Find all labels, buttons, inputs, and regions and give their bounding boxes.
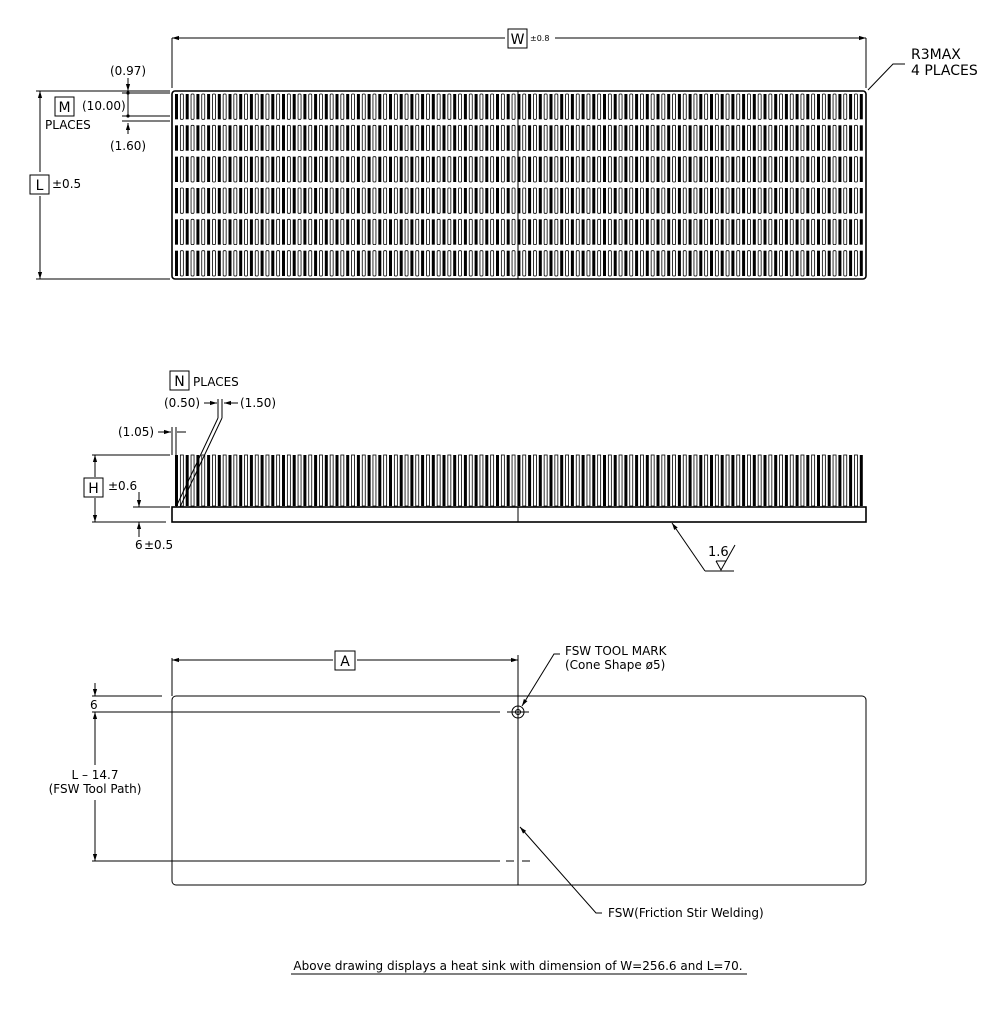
n-label-box: [169, 370, 190, 391]
finish-symbol: [715, 544, 736, 572]
fin-gap-dim: (0.50): [164, 396, 200, 410]
fsw-note: FSW(Friction Stir Welding): [608, 906, 764, 920]
finish-leader: [671, 522, 706, 572]
fin-leader-1: [175, 417, 219, 508]
l-label: L: [36, 178, 44, 194]
corner-note-line1: R3MAX: [911, 47, 961, 63]
tool-mark-leader: [521, 653, 560, 707]
fin-rows: [175, 93, 863, 277]
base-plate: [171, 506, 867, 523]
h-tolerance: ±0.6: [108, 479, 137, 493]
caption: Above drawing displays a heat sink with …: [293, 959, 742, 973]
dim-dot: [126, 114, 130, 118]
tool-path-line2: (FSW Tool Path): [49, 782, 142, 796]
gap-top-dim: (0.97): [110, 64, 146, 78]
bottom-outline: [171, 695, 867, 886]
row-gap-dim: (1.60): [110, 139, 146, 153]
top-view: W ±0.8 R3MAX 4 PLACES L ±0.5 (0.97) (10.…: [29, 28, 978, 280]
n-places: PLACES: [193, 375, 239, 389]
w-label: W: [511, 32, 525, 48]
corner-note-line2: 4 PLACES: [911, 63, 978, 79]
fsw-leader: [519, 826, 602, 914]
corner-leader: [867, 63, 905, 91]
tool-path-line1: L – 14.7: [71, 768, 118, 782]
h-label-box: [83, 477, 104, 498]
dim-dot: [126, 91, 130, 95]
a-label-box: [334, 650, 356, 671]
bottom-view: A FSW TOOL MARK (Cone Shape ø5) 6 L – 14…: [49, 644, 867, 920]
w-tolerance: ±0.8: [530, 34, 549, 43]
m-label-box: [54, 96, 75, 117]
l-tolerance: ±0.5: [52, 177, 81, 191]
edge-offset-value: 6: [90, 698, 98, 712]
side-fins: [175, 454, 863, 507]
h-label: H: [88, 481, 99, 497]
base-tolerance: ±0.5: [144, 538, 173, 552]
n-label: N: [174, 374, 184, 390]
tool-mark-line2: (Cone Shape ø5): [565, 658, 665, 672]
m-places: PLACES: [45, 118, 91, 132]
fin-block-outline: [171, 90, 867, 280]
edge-offset-dim: (1.05): [118, 425, 154, 439]
side-view: N PLACES (0.50) (1.50) (1.05) H ±0.6 6 ±…: [83, 370, 867, 572]
m-label: M: [58, 100, 70, 116]
w-label-box: [507, 28, 528, 49]
a-label: A: [340, 654, 350, 670]
surface-finish-value: 1.6: [708, 545, 729, 560]
row-pitch-dim: (10.00): [82, 99, 126, 113]
tool-mark-line1: FSW TOOL MARK: [565, 644, 668, 658]
base-thickness-dim: 6: [135, 538, 143, 552]
fin-thickness-dim: (1.50): [240, 396, 276, 410]
fin-leader-2: [179, 417, 223, 508]
l-label-box: [29, 174, 50, 195]
